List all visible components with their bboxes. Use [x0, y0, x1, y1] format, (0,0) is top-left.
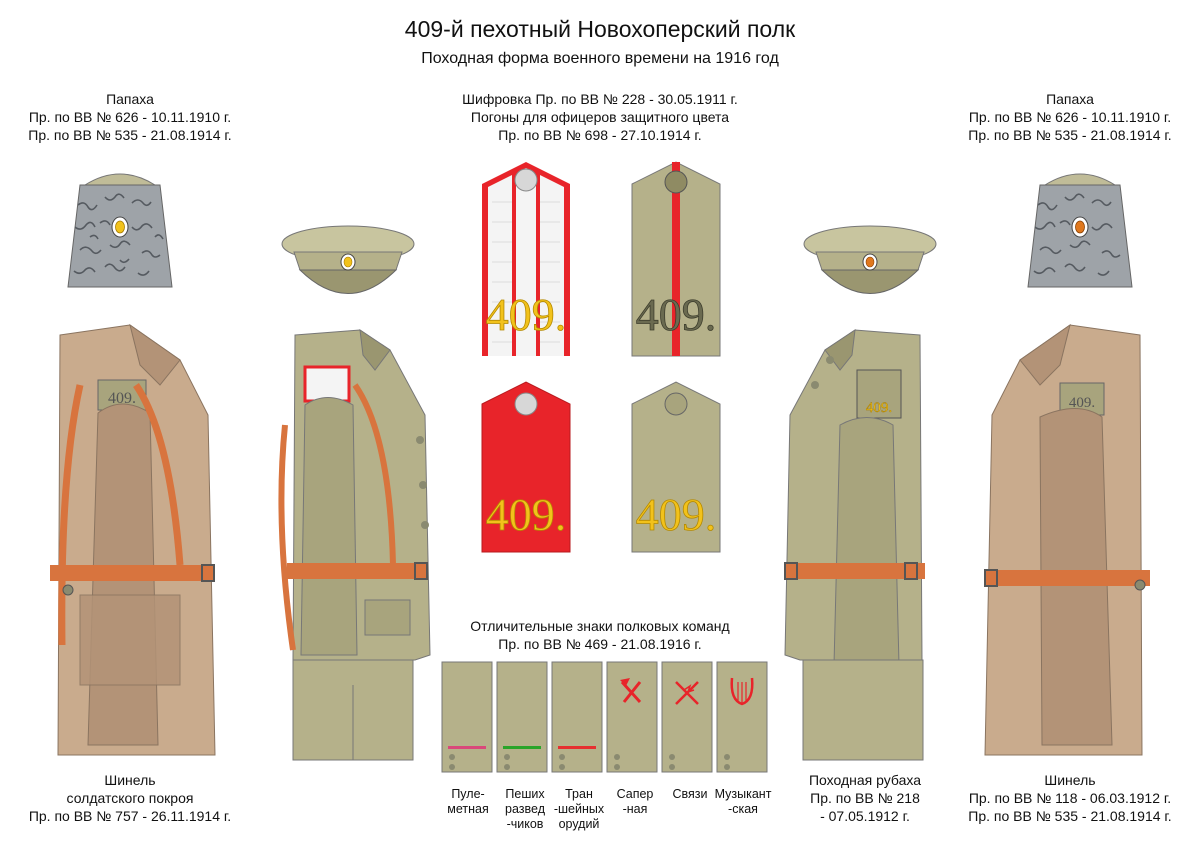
greatcoat-right: 409.: [984, 323, 1150, 756]
strap-number-khaki: 409.: [636, 289, 717, 340]
sleeve-signals: [661, 661, 713, 773]
caption-shirt: Походная рубаха Пр. по ВВ № 218 - 07.05.…: [808, 772, 922, 824]
caption-team-badges: Отличительные знаки полковых команд Пр. …: [470, 618, 730, 652]
caption-papakha-left: Папаха Пр. по ВВ № 626 - 10.11.1910 г. П…: [28, 91, 232, 143]
service-cap-left: [281, 225, 415, 294]
officer-strap-white: 409.: [482, 162, 570, 356]
papakha-right: [1027, 173, 1133, 288]
strap-number-yellow: 409.: [636, 489, 717, 540]
caption-papakha-right: Папаха Пр. по ВВ № 626 - 10.11.1910 г. П…: [968, 91, 1172, 143]
sleeve-machine-gun: [441, 661, 493, 773]
soldier-strap-khaki: 409.: [631, 381, 721, 553]
sleeve-scouts: [496, 661, 548, 773]
svg-text:409.: 409.: [1069, 395, 1095, 411]
sleeve-music: [716, 661, 768, 773]
strap-number: 409.: [486, 289, 567, 340]
tunic-right: 409.: [784, 328, 925, 761]
team-badges: [441, 661, 768, 773]
soldier-strap-red: 409.: [481, 381, 571, 553]
svg-text:409.: 409.: [866, 400, 892, 416]
page-subtitle: Походная форма военного времени на 1916 …: [421, 50, 779, 67]
team-label-4: Связи: [672, 787, 708, 801]
caption-greatcoat-right: Шинель Пр. по ВВ № 118 - 06.03.1912 г. П…: [968, 772, 1172, 824]
caption-greatcoat-left: Шинель солдатского покроя Пр. по ВВ № 75…: [28, 772, 232, 824]
caption-shoulder-straps: Шифровка Пр. по ВВ № 228 - 30.05.1911 г.…: [462, 91, 738, 143]
page-title: 409-й пехотный Новохоперский полк: [404, 16, 796, 42]
service-cap-right: [803, 225, 937, 294]
papakha-left: [67, 173, 173, 288]
svg-text:409.: 409.: [108, 390, 136, 407]
team-label-1: Пеших развед -чиков: [505, 787, 545, 831]
greatcoat-left: 409.: [50, 323, 216, 756]
team-label-3: Сапер -ная: [616, 787, 654, 816]
team-label-2: Тран -шейных орудий: [553, 787, 605, 831]
officer-strap-khaki: 409.: [631, 161, 721, 357]
strap-number-red: 409.: [486, 489, 567, 540]
sleeve-sapper: [606, 661, 658, 773]
team-label-0: Пуле- метная: [447, 787, 489, 816]
tunic-left: [278, 328, 431, 761]
sleeve-trench-guns: [551, 661, 603, 773]
team-label-5: Музыкант -ская: [714, 787, 772, 816]
